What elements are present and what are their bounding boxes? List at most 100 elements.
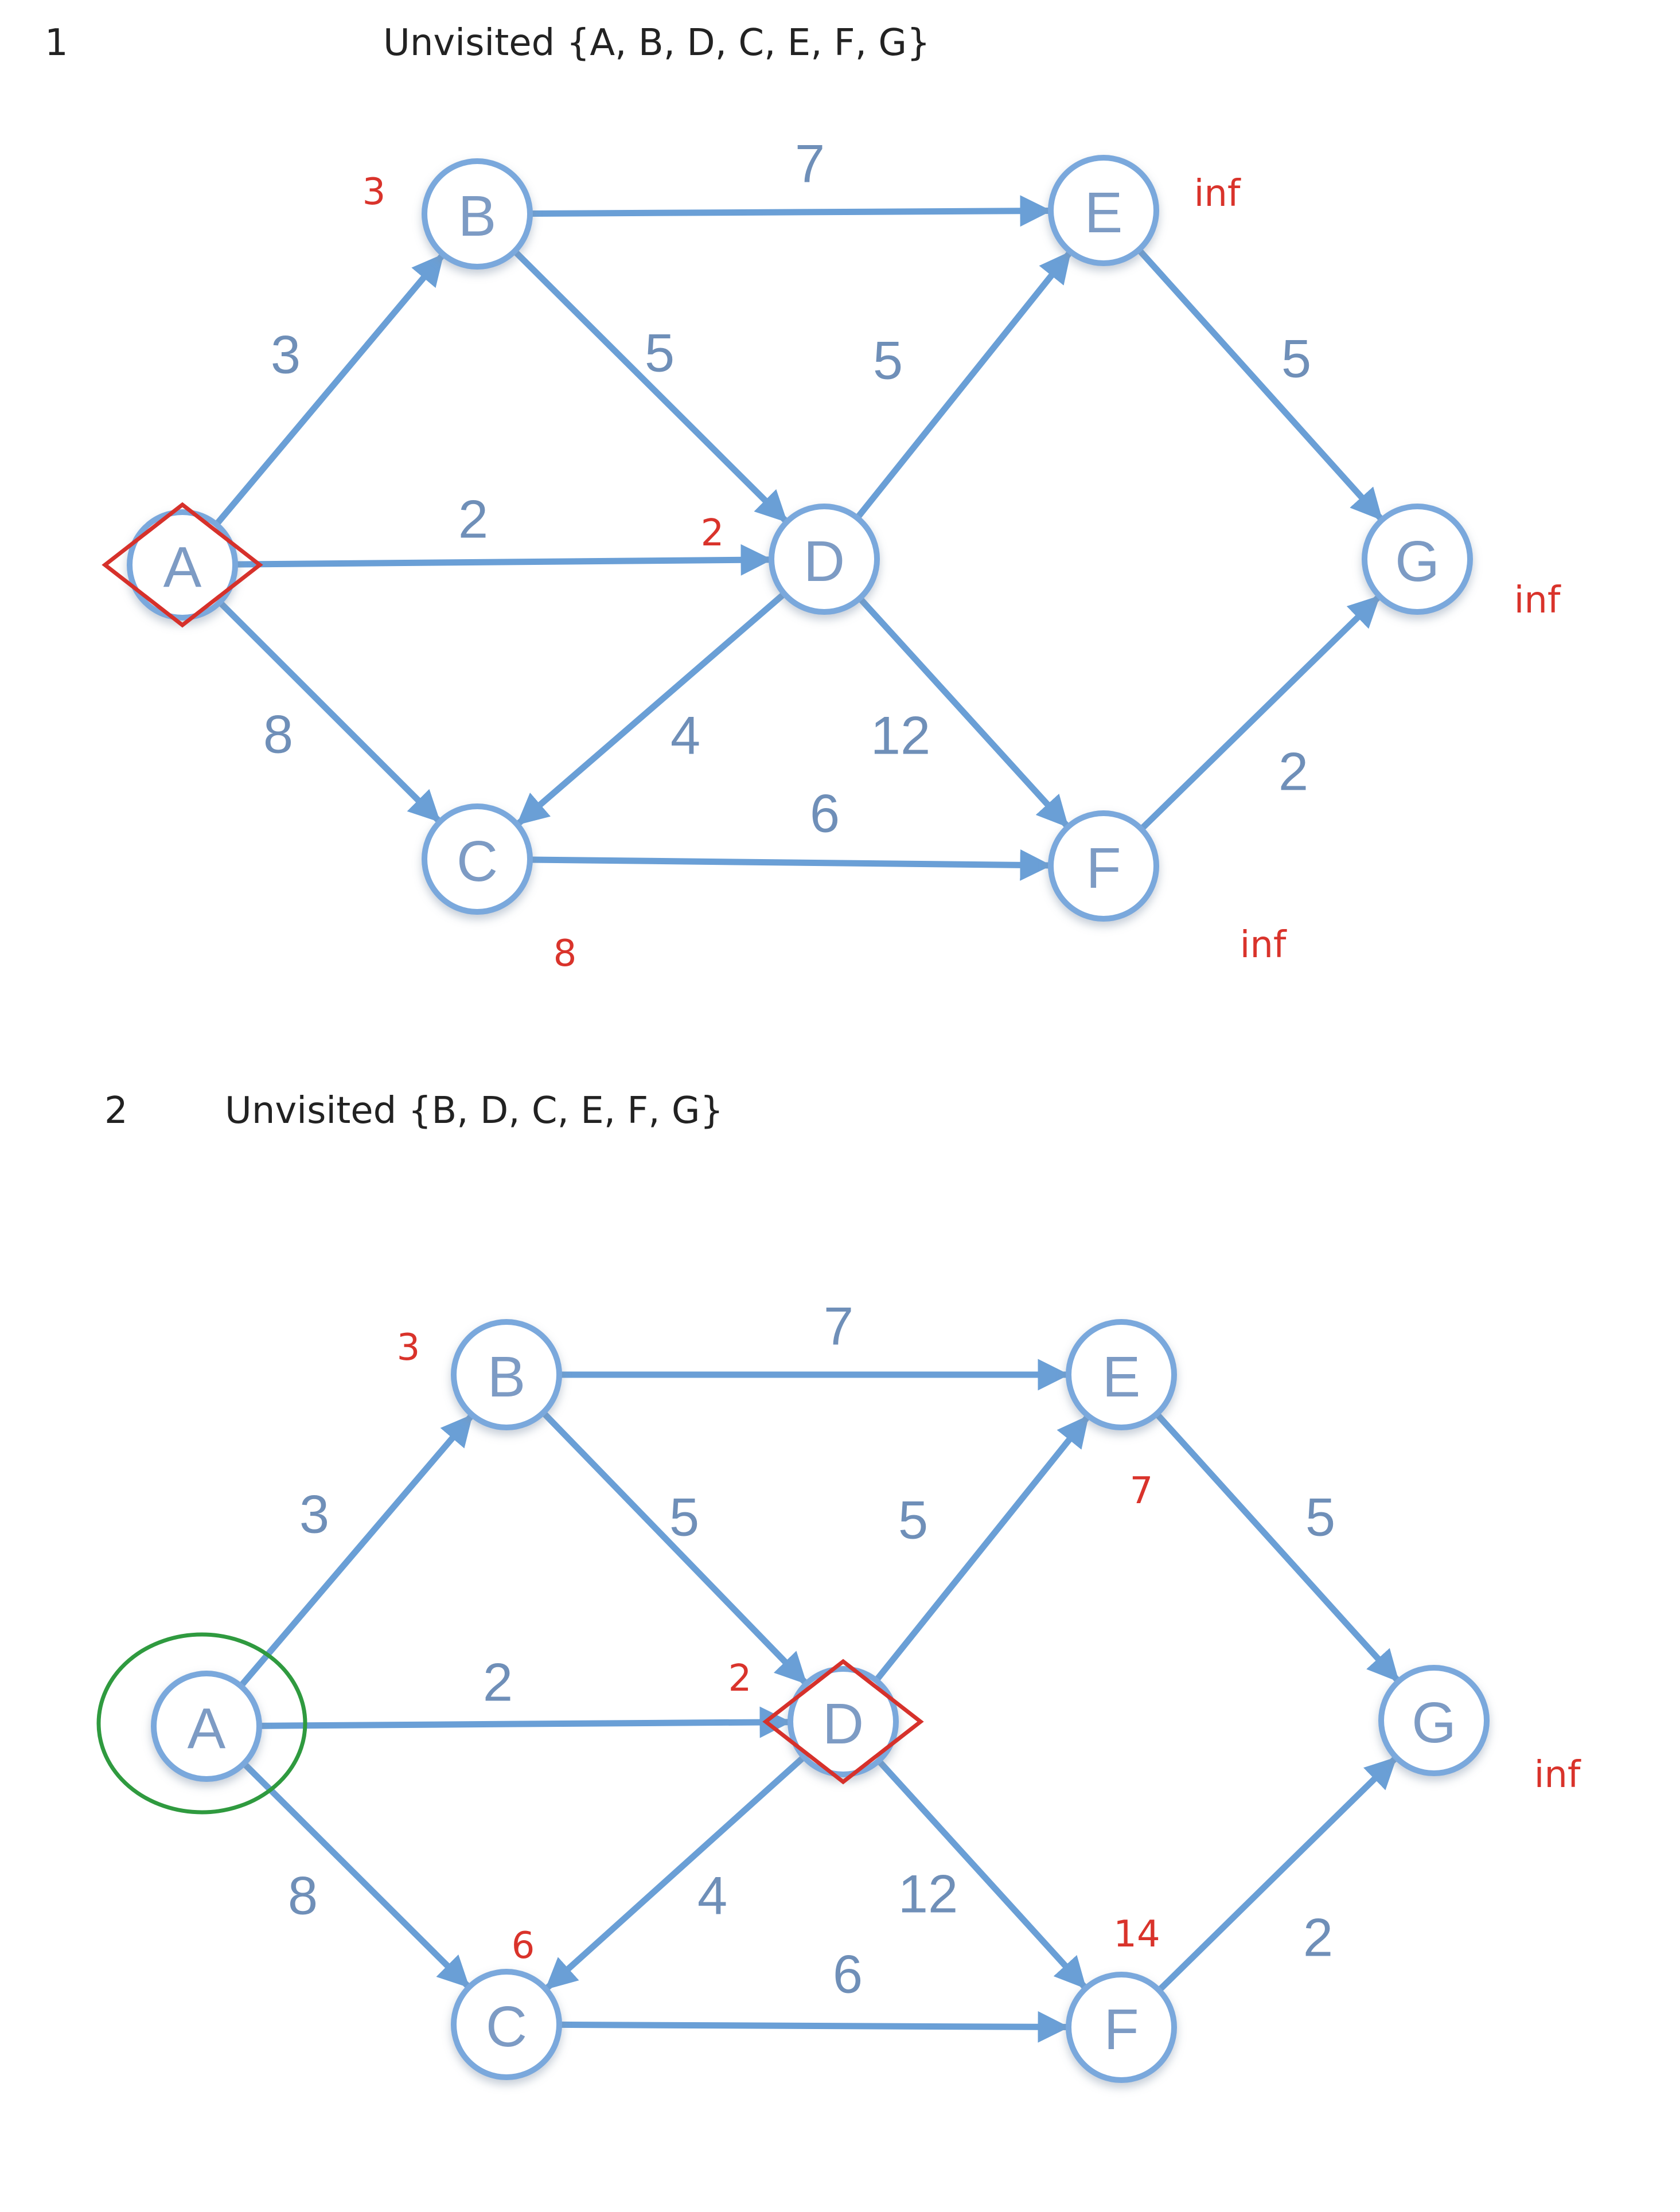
step-1-edge-d-c	[516, 591, 786, 826]
step-1-node-g-circle	[1362, 504, 1473, 615]
step-2-node-g: G	[1378, 1665, 1490, 1776]
step-1-node-d: D	[769, 504, 880, 615]
step-2-edge-a-c	[241, 1761, 470, 1988]
step-1-distance-f: inf	[1240, 924, 1287, 966]
step-2-node-e-label: E	[1102, 1345, 1141, 1409]
step-1-node-e-circle	[1048, 155, 1159, 266]
step-2-edge-b-d	[541, 1410, 808, 1685]
step-1-weight-a-d: 2	[458, 489, 488, 549]
step-1-node-c: C	[422, 803, 533, 915]
step-1-node-a-circle	[127, 509, 238, 621]
step-1-weight-b-d: 5	[645, 323, 675, 383]
step-2-node-c-label: C	[486, 1995, 527, 2059]
step-1-edge-a-b	[213, 253, 445, 527]
step-2-distance-f: 14	[1113, 1913, 1160, 1956]
step-1-node-d-circle	[769, 504, 880, 615]
step-1-node-f: F	[1048, 810, 1159, 922]
step-2-number: 2	[104, 1090, 128, 1132]
step-2-node-d: D	[788, 1666, 899, 1777]
step-2-node-d-label: D	[823, 1692, 864, 1756]
step-1-node-f-circle	[1048, 810, 1159, 922]
step-1-edge-f-g	[1139, 595, 1381, 832]
step-2-weight-a-c: 8	[288, 1866, 318, 1926]
step-2-distance-b: 3	[397, 1327, 420, 1369]
step-2-edge-f-g	[1156, 1757, 1397, 1993]
step-1-weight-a-b: 3	[271, 325, 301, 385]
step-2-weight-d-c: 4	[697, 1866, 727, 1926]
step-1-weight-d-c: 4	[671, 705, 700, 766]
step-1-node-g: G	[1362, 504, 1473, 615]
step-2-unvisited-set: Unvisited {B, D, C, E, F, G}	[225, 1090, 724, 1132]
step-1-edge-a-c	[217, 600, 441, 823]
step-1-distance-d: 2	[701, 512, 724, 555]
step-2-weight-f-g: 2	[1303, 1907, 1333, 1968]
step-1-edge-c-f	[529, 849, 1052, 881]
step-1-weight-d-f: 12	[871, 705, 931, 766]
step-2-weight-a-b: 3	[299, 1484, 329, 1544]
step-1-edge-a-d	[235, 544, 773, 576]
step-1-distance-c: 8	[553, 933, 577, 975]
step-2-node-f-circle	[1066, 1972, 1177, 2083]
step-2-edge-d-c	[545, 1754, 806, 1990]
step-2-node-e: E	[1066, 1319, 1177, 1430]
step-1-edge-e-g	[1136, 247, 1383, 521]
step-2-weight-d-e: 5	[898, 1490, 928, 1550]
step-2-distance-e: 7	[1130, 1470, 1153, 1512]
step-2-node-a-label: A	[188, 1696, 226, 1761]
step-1-current-node-marker	[102, 502, 263, 628]
step-2-node-f-label: F	[1104, 1998, 1139, 2062]
step-1-weight-e-g: 5	[1281, 329, 1311, 389]
step-1-node-d-label: D	[804, 529, 845, 594]
step-1-node-e: E	[1048, 155, 1159, 266]
step-2-weight-e-g: 5	[1305, 1487, 1335, 1547]
step-2-node-e-circle	[1066, 1319, 1177, 1430]
step-2-node-a: A	[151, 1671, 262, 1782]
step-1-node-e-label: E	[1085, 181, 1123, 245]
step-1-weight-a-c: 8	[263, 704, 293, 764]
step-2-node-b-circle	[451, 1319, 562, 1430]
step-1-edge-d-e	[855, 251, 1072, 520]
step-2-weight-c-f: 6	[833, 1944, 863, 2004]
step-1-distance-g: inf	[1514, 579, 1561, 622]
step-2-node-b-label: B	[488, 1345, 526, 1409]
step-2-node-c: C	[451, 1969, 562, 2080]
step-2-node-b: B	[451, 1319, 562, 1430]
step-2-edge-a-d	[259, 1706, 792, 1738]
step-1-node-b: B	[422, 158, 533, 270]
step-1-distance-e: inf	[1194, 173, 1241, 215]
step-2-visited-marker-a	[96, 1632, 307, 1815]
step-1-edge-b-e	[529, 195, 1052, 227]
step-1-weight-f-g: 2	[1278, 742, 1308, 802]
step-2-node-g-circle	[1378, 1665, 1490, 1776]
step-2-weight-d-f: 12	[898, 1864, 958, 1924]
step-1-node-g-label: G	[1395, 529, 1440, 594]
step-1-weight-c-f: 6	[810, 783, 840, 844]
step-1-distance-b: 3	[362, 171, 386, 213]
step-2-node-d-circle	[788, 1666, 899, 1777]
step-1-node-b-label: B	[458, 184, 497, 248]
step-2-edge-c-f	[559, 2011, 1070, 2043]
step-2-edge-a-b	[238, 1414, 473, 1688]
step-1-number: 1	[45, 22, 68, 64]
step-1-node-a-label: A	[163, 535, 202, 599]
step-1-node-f-label: F	[1086, 836, 1121, 900]
step-1-node-c-label: C	[457, 829, 498, 894]
step-2-node-f: F	[1066, 1972, 1177, 2083]
step-2-node-g-label: G	[1412, 1691, 1456, 1755]
step-1-unvisited-set: Unvisited {A, B, D, C, E, F, G}	[383, 22, 930, 64]
step-1-weight-b-e: 7	[795, 134, 825, 194]
step-1-node-b-circle	[422, 158, 533, 270]
step-2-edge-e-g	[1154, 1411, 1400, 1682]
step-2-node-a-circle	[151, 1671, 262, 1782]
step-2-edge-d-e	[874, 1415, 1090, 1683]
step-2-weight-b-e: 7	[824, 1296, 853, 1356]
step-1-weight-d-e: 5	[873, 330, 903, 391]
step-1-node-a: A	[127, 509, 238, 621]
step-2-node-c-circle	[451, 1969, 562, 2080]
step-1-edge-b-d	[512, 248, 788, 523]
step-2-edge-d-f	[876, 1758, 1087, 1989]
step-1-edge-d-f	[857, 596, 1069, 828]
